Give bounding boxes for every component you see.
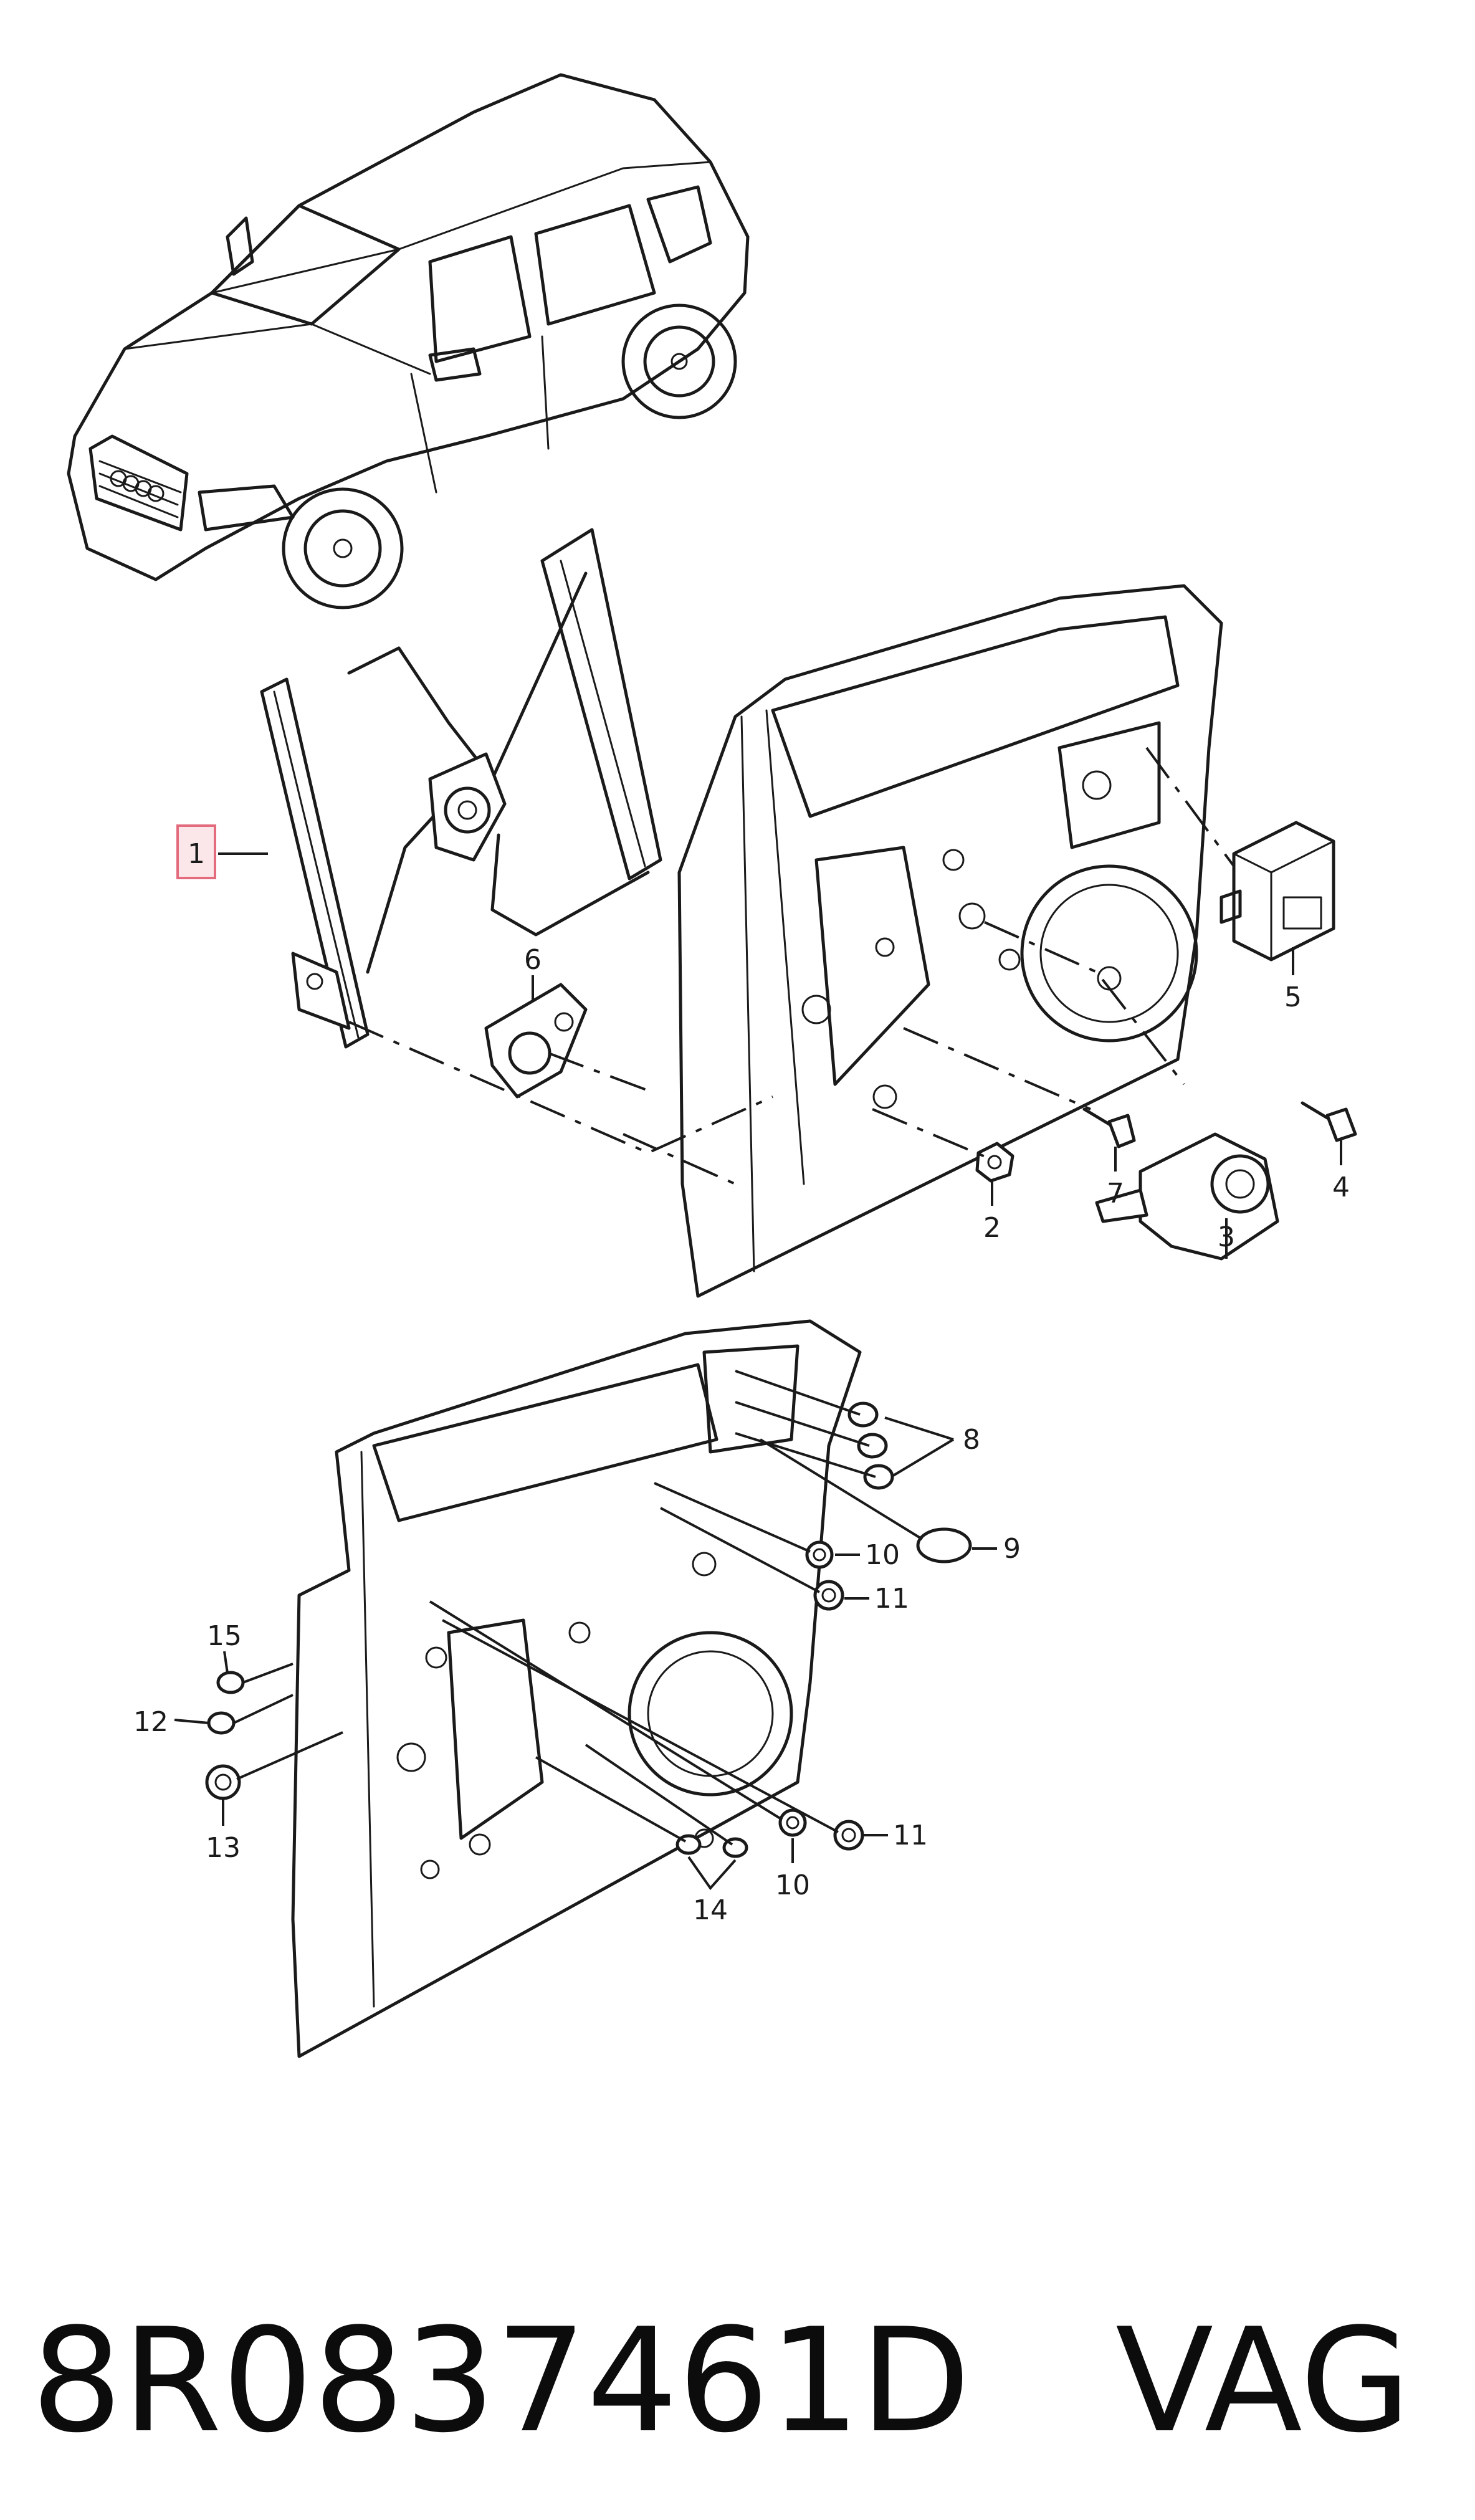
callout-13[interactable]: 13 — [206, 1832, 241, 1864]
callout-10-upper[interactable]: 10 — [865, 1539, 900, 1571]
screw-part-7 — [1082, 1107, 1136, 1148]
leader-lines — [174, 852, 1342, 1891]
control-module-part-5 — [1220, 821, 1335, 962]
callout-3[interactable]: 3 — [1218, 1221, 1235, 1253]
callout-12[interactable]: 12 — [133, 1706, 168, 1738]
connection-lines-upper — [348, 747, 1235, 1185]
grommet-part-11-upper — [813, 1580, 844, 1611]
rear-wheel — [621, 303, 737, 419]
callout-6[interactable]: 6 — [524, 944, 542, 976]
callout-11-lower[interactable]: 11 — [893, 1820, 928, 1851]
door-holes-lower — [396, 1552, 717, 1879]
callout-1-highlight — [176, 824, 216, 879]
callout-9[interactable]: 9 — [1003, 1533, 1021, 1565]
logo-rings — [110, 470, 165, 502]
callout-1[interactable]: 1 — [188, 838, 205, 870]
callout-5[interactable]: 5 — [1284, 981, 1302, 1013]
grommet-part-10-upper — [805, 1540, 834, 1569]
callout-8[interactable]: 8 — [963, 1424, 980, 1456]
regulator-motor-mount — [428, 752, 507, 862]
vehicle-illustration — [67, 73, 750, 609]
part-number: 8R0837461D — [31, 2298, 971, 2465]
callout-7[interactable]: 7 — [1107, 1178, 1124, 1210]
brand-name: VAG — [1115, 2298, 1411, 2465]
window-motor-part-3 — [1095, 1132, 1279, 1261]
callout-2[interactable]: 2 — [983, 1212, 1001, 1244]
bracket-part-6 — [484, 983, 588, 1099]
grommet-part-10-lower — [778, 1808, 807, 1837]
door-panel-lower — [291, 1319, 862, 2058]
cap-part-13 — [205, 1764, 241, 1800]
connection-lines-lower — [233, 1370, 924, 1846]
callout-14[interactable]: 14 — [693, 1894, 728, 1926]
window-regulator — [260, 528, 662, 1049]
front-wheel — [282, 487, 404, 609]
cap-part-9 — [916, 1527, 972, 1563]
plug-part-15 — [216, 1671, 245, 1694]
nut-part-2 — [975, 1142, 1014, 1183]
callout-10-lower[interactable]: 10 — [775, 1869, 810, 1901]
grommet-part-11-lower — [833, 1820, 864, 1851]
screw-part-4 — [1301, 1101, 1357, 1142]
callout-4[interactable]: 4 — [1332, 1172, 1350, 1203]
door-holes-upper — [801, 770, 1122, 1109]
door-panel-upper — [677, 584, 1223, 1298]
plugs-part-8 — [847, 1401, 894, 1490]
callout-15[interactable]: 15 — [207, 1620, 242, 1652]
callout-11-upper[interactable]: 11 — [874, 1583, 909, 1615]
plug-part-12 — [207, 1711, 236, 1735]
